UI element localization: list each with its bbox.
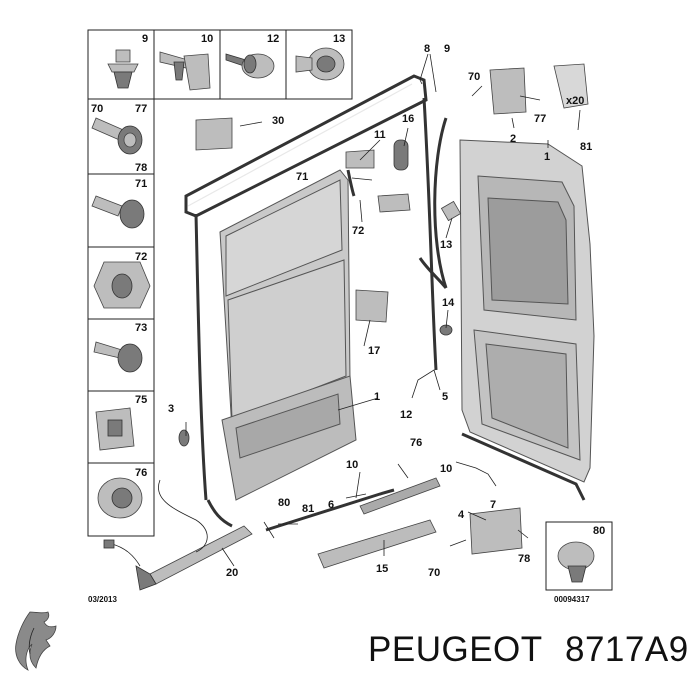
callout-6: 6 xyxy=(328,499,334,511)
callout-9: 9 xyxy=(444,43,450,55)
nut-72-icon xyxy=(93,261,151,309)
callout-30: 30 xyxy=(272,115,284,127)
thumb-label-13: 13 xyxy=(333,33,345,45)
callout-10-center: 10 xyxy=(346,459,358,471)
bolt-73-icon xyxy=(93,341,143,373)
callout-3: 3 xyxy=(168,403,174,415)
callout-77: 77 xyxy=(534,113,546,125)
callout-2: 2 xyxy=(510,133,516,145)
callout-15: 15 xyxy=(376,563,388,575)
date-code: 03/2013 xyxy=(88,595,117,604)
callout-81: 81 xyxy=(302,503,314,515)
callout-14: 14 xyxy=(442,297,455,309)
brand-name: PEUGEOT xyxy=(368,630,543,669)
callout-20: 20 xyxy=(226,567,238,579)
grommet-13-icon xyxy=(295,47,345,81)
callout-17: 17 xyxy=(368,345,380,357)
callout-1-side: 1 xyxy=(374,391,380,403)
part-number: 8717A9 xyxy=(565,630,689,669)
callout-10-right: 10 xyxy=(440,463,452,475)
callout-4: 4 xyxy=(458,509,465,521)
rivet-12-icon xyxy=(225,53,275,79)
callout-81-top: 81 xyxy=(580,141,592,153)
thumb-label-71: 71 xyxy=(135,178,147,190)
peugeot-lion-logo xyxy=(15,611,57,671)
callout-5: 5 xyxy=(442,391,448,403)
reference-number: 00094317 xyxy=(554,595,590,604)
callout-16: 16 xyxy=(402,113,414,125)
thumb-label-73: 73 xyxy=(135,322,147,334)
thumb-label-12: 12 xyxy=(267,33,279,45)
thumb-label-9: 9 xyxy=(142,33,148,45)
thumb-label-78: 78 xyxy=(135,162,147,174)
callout-72: 72 xyxy=(352,225,364,237)
clip-10-icon xyxy=(159,51,211,91)
callout-11: 11 xyxy=(374,129,386,141)
callout-13: 13 xyxy=(440,239,452,251)
bolt-71-icon xyxy=(91,195,145,229)
callout-76: 76 xyxy=(410,437,422,449)
thumb-label-10: 10 xyxy=(201,33,213,45)
clip-9-icon xyxy=(107,49,139,89)
callout-labels: 8 9 70 2 77 x20 81 1 30 11 16 71 72 13 1… xyxy=(168,43,592,579)
thumb-label-70: 70 xyxy=(91,103,103,115)
door-assembly xyxy=(103,53,595,591)
thumb-label-77: 77 xyxy=(135,103,147,115)
callout-8: 8 xyxy=(424,43,430,55)
callout-78: 78 xyxy=(518,553,530,565)
thumb-label-76: 76 xyxy=(135,467,147,479)
thumb-label-72: 72 xyxy=(135,251,147,263)
fastener-thumbnails: 9 10 12 13 70 77 78 71 72 73 75 76 xyxy=(87,29,353,537)
callout-71: 71 xyxy=(296,171,308,183)
callout-70-bottom: 70 xyxy=(428,567,440,579)
callout-7: 7 xyxy=(490,499,496,511)
bolt-70-icon xyxy=(91,117,143,155)
inset-label-80: 80 xyxy=(593,525,605,537)
inset-80: 80 xyxy=(545,521,613,591)
callout-80: 80 xyxy=(278,497,290,509)
qty-x20: x20 xyxy=(566,95,584,107)
callout-70-top: 70 xyxy=(468,71,480,83)
clip-76-icon xyxy=(97,477,143,519)
callout-12: 12 xyxy=(400,409,412,421)
thumb-label-75: 75 xyxy=(135,394,147,406)
callout-1-rear: 1 xyxy=(544,151,550,163)
clip-75-icon xyxy=(95,407,135,451)
